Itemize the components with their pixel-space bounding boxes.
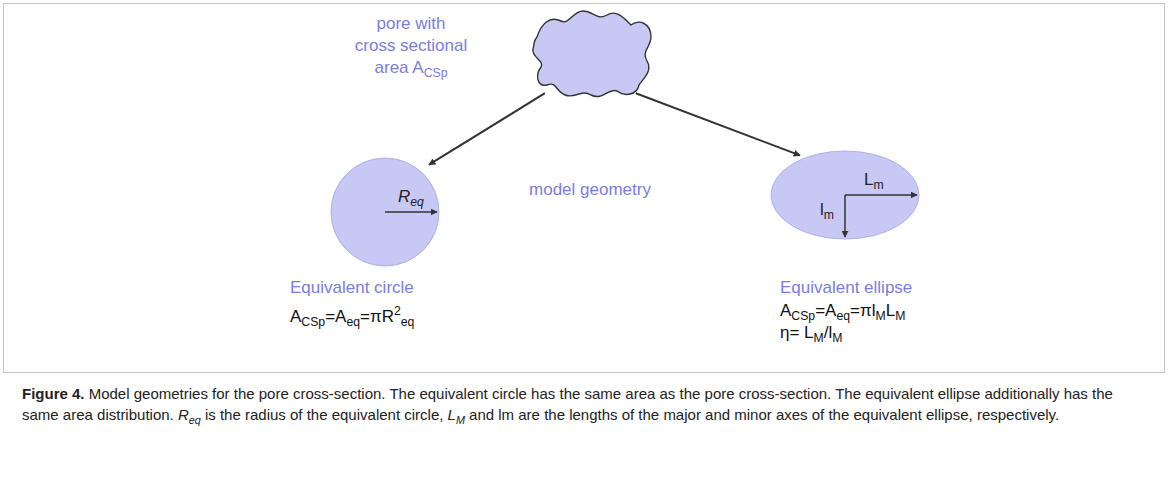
text-line: lm <box>820 200 834 225</box>
axis-label: Lm <box>864 170 884 195</box>
shape-outline <box>770 150 920 240</box>
text-piece: L <box>448 406 456 423</box>
text-piece: Equivalent ellipse <box>780 278 912 297</box>
text-line: area ACSp <box>335 57 487 84</box>
shape-title: Equivalent circle <box>290 278 414 298</box>
ellipse-outline <box>771 151 919 239</box>
text-piece: eq <box>836 309 850 323</box>
text-piece: model geometry <box>529 180 651 199</box>
area-formula: ACSp=Aeq=πR2eq <box>290 300 414 333</box>
text-piece: eq <box>401 315 415 329</box>
text-piece: M <box>832 331 842 345</box>
text-piece: =πR <box>360 307 394 326</box>
text-piece: A <box>290 307 301 326</box>
section-label: model geometry <box>515 180 665 200</box>
text-piece: pore with <box>377 14 446 33</box>
connector-arrow <box>429 93 545 165</box>
major-axis-arrow <box>845 194 917 196</box>
text-piece: area A <box>375 58 424 77</box>
text-line: Equivalent circle <box>290 278 414 298</box>
pore-shape: pore with cross sectional area ACSp <box>527 5 655 103</box>
text-slot: Equivalent circle <box>290 278 414 298</box>
text-piece: A <box>780 301 791 320</box>
text-slot: Equivalent ellipse <box>780 278 912 298</box>
text-piece: cross sectional <box>355 36 467 55</box>
text-piece: m <box>873 178 883 192</box>
text-line: pore with <box>335 13 487 35</box>
text-piece: M <box>456 414 465 426</box>
text-piece: and lm are the lengths of the major and … <box>465 406 1059 423</box>
text-slot: ACSp=Aeq=πR2eq <box>290 300 414 333</box>
text-piece: R <box>398 187 410 206</box>
shape-outline <box>330 157 440 267</box>
text-piece: eq <box>189 414 201 426</box>
pore-outline <box>533 11 651 97</box>
equivalent-circle: ReqEquivalent circleACSp=Aeq=πR2eq <box>330 157 440 267</box>
text-piece: L <box>886 301 895 320</box>
text-slot: Req <box>398 187 424 212</box>
text-line: η= LM/lM <box>780 322 842 349</box>
text-piece: η= L <box>780 323 814 342</box>
figure-caption: Figure 4. Model geometries for the pore … <box>22 383 1148 431</box>
text-piece: Figure 4. <box>22 385 85 402</box>
text-piece: eq <box>410 195 424 209</box>
text-piece: CSp <box>301 315 325 329</box>
text-slot: Lm <box>864 170 884 195</box>
shape-title: Equivalent ellipse <box>780 278 912 298</box>
text-piece: CSp <box>424 66 448 80</box>
text-piece: M <box>875 309 885 323</box>
radius-arrow <box>385 211 437 213</box>
axis-label: lm <box>820 200 834 225</box>
text-line: Lm <box>864 170 884 195</box>
text-line: Equivalent ellipse <box>780 278 912 298</box>
text-piece: is the radius of the equivalent circle, <box>201 406 448 423</box>
text-piece: =πl <box>850 301 875 320</box>
text-line: cross sectional <box>335 35 487 57</box>
text-piece: M <box>895 309 905 323</box>
text-piece: CSp <box>791 309 815 323</box>
text-piece: R <box>178 406 189 423</box>
text-piece: L <box>864 170 873 189</box>
equivalent-ellipse: LmlmEquivalent ellipseACSp=Aeq=πlMLMη= L… <box>770 150 920 240</box>
aspect-formula: η= LM/lM <box>780 322 842 349</box>
text-line: Req <box>398 187 424 212</box>
text-piece: Equivalent circle <box>290 278 414 297</box>
text-line: Figure 4. Model geometries for the pore … <box>22 385 1113 423</box>
text-piece: 2 <box>394 304 401 318</box>
text-piece: m <box>824 208 834 222</box>
minor-axis-arrow <box>844 195 846 237</box>
text-piece: M <box>814 331 824 345</box>
text-piece: eq <box>346 315 360 329</box>
circle-outline <box>331 158 439 266</box>
text-piece: /l <box>824 323 833 342</box>
text-slot: η= LM/lM <box>780 322 842 349</box>
text-line: ACSp=Aeq=πR2eq <box>290 300 414 333</box>
radius-label: Req <box>398 187 424 212</box>
text-piece: =A <box>325 307 346 326</box>
pore-label: pore with cross sectional area ACSp <box>335 13 487 84</box>
text-slot: pore with cross sectional area ACSp <box>335 13 487 84</box>
shape-outline <box>527 5 655 103</box>
text-line: model geometry <box>515 180 665 200</box>
text-slot: model geometry <box>515 180 665 200</box>
text-piece: =A <box>815 301 836 320</box>
text-piece: l <box>820 200 824 219</box>
text-slot: lm <box>820 200 834 225</box>
connector-arrow <box>636 93 800 155</box>
